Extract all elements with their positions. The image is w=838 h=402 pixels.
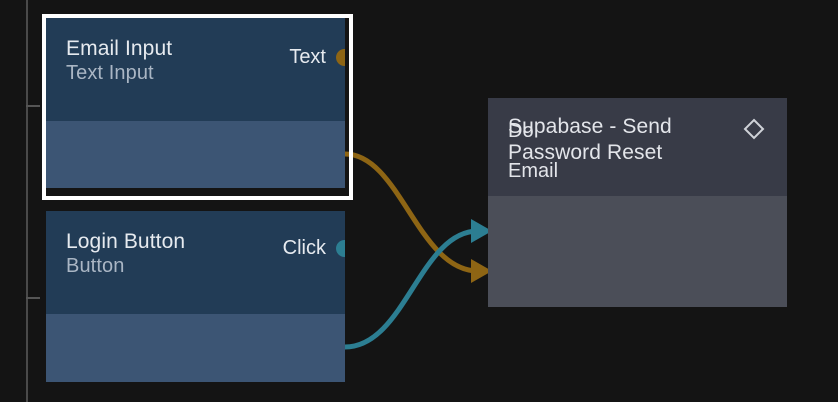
connection-click-to-do (342, 228, 481, 350)
port-label-click: Click (282, 237, 326, 259)
node-email-input-port-text[interactable]: Text (289, 46, 345, 68)
port-dot-icon[interactable] (336, 48, 345, 66)
node-supabase-title: Supabase - Send Password Reset (508, 115, 672, 164)
port-label-email: Email (508, 160, 559, 182)
node-login-button-header[interactable]: Login Button Button (46, 211, 345, 314)
node-supabase-header[interactable]: Supabase - Send Password Reset (488, 98, 787, 196)
node-supabase-port-email[interactable]: Email (508, 160, 558, 182)
node-email-input-header[interactable]: Email Input Text Input (46, 18, 345, 121)
node-email-input[interactable]: Email Input Text Input Text (46, 18, 345, 188)
vertical-guide-tick-1 (26, 105, 40, 107)
node-login-button[interactable]: Login Button Button Click (46, 211, 345, 382)
port-label-do: Do (508, 120, 534, 142)
node-login-button-body: Click (46, 237, 345, 382)
node-supabase-body: Do Email (488, 120, 787, 307)
node-email-input-body: Text (46, 46, 345, 188)
node-email-input-title: Email Input (66, 37, 173, 60)
vertical-guide-tick-2 (26, 297, 40, 299)
port-label-text: Text (289, 46, 326, 68)
vertical-guide-line (26, 0, 28, 402)
node-supabase-port-do[interactable]: Do (508, 120, 534, 142)
port-dot-icon[interactable] (336, 239, 345, 257)
node-supabase-send-password-reset[interactable]: Supabase - Send Password Reset Do Email (488, 98, 787, 307)
node-login-button-port-click[interactable]: Click (283, 237, 345, 259)
diamond-icon[interactable] (743, 118, 765, 140)
node-login-button-subtitle: Button (66, 255, 125, 277)
node-login-button-title: Login Button (66, 230, 186, 253)
connection-text-to-email (342, 151, 481, 274)
node-email-input-subtitle: Text Input (66, 62, 154, 84)
